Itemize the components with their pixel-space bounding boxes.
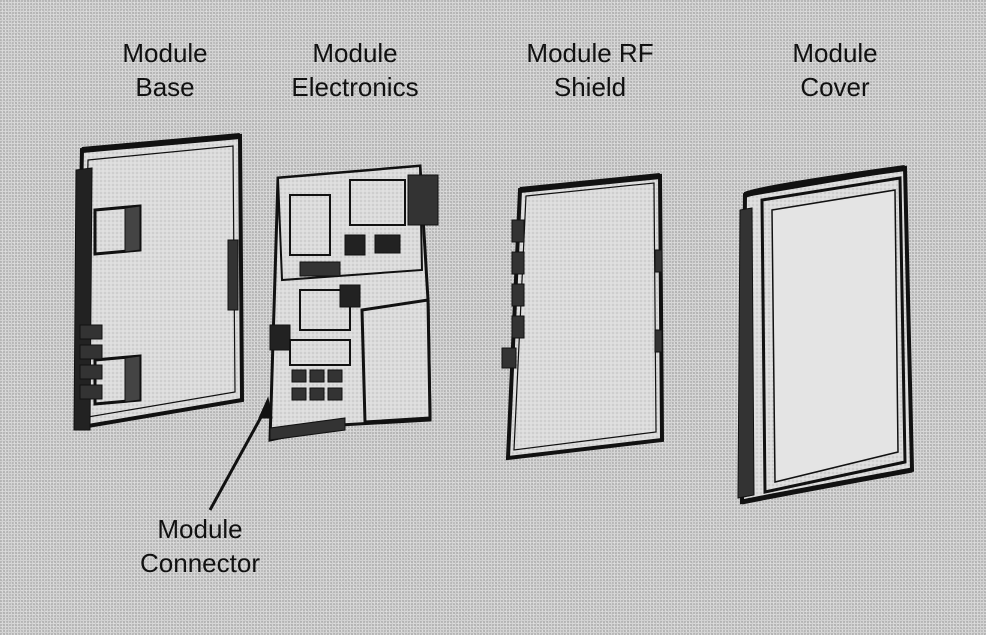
module-electronics-part — [268, 164, 439, 442]
label-module-rf-shield: Module RF Shield — [526, 38, 654, 102]
module-base-part — [73, 133, 245, 431]
label-module-cover: Module Cover — [792, 38, 878, 102]
connector-arrow — [208, 396, 273, 511]
label-module-connector: Module Connector — [140, 514, 260, 578]
module-cover-part — [737, 165, 915, 505]
module-rf-shield-part — [501, 173, 665, 461]
label-module-electronics: Module Electronics — [291, 38, 419, 102]
label-module-base: Module Base — [122, 38, 208, 102]
